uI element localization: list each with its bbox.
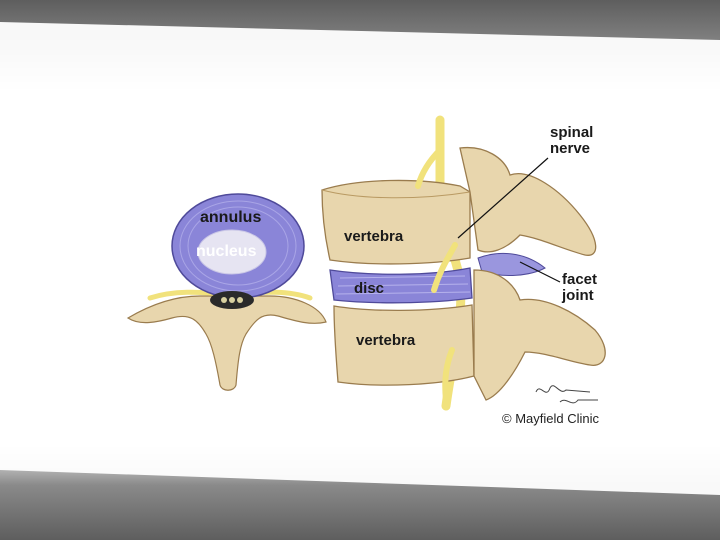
label-nucleus: nucleus [196,244,256,261]
label-vertebra-upper: vertebra [344,229,403,245]
artist-signature [536,386,598,403]
upper-facet-process [460,148,596,256]
cross-section-posterior-bone [128,296,326,390]
spine-side-view [322,120,605,406]
label-annulus: annulus [200,210,261,227]
upper-vertebra-body [322,180,470,264]
label-vertebra-lower: vertebra [356,333,415,349]
label-disc: disc [354,281,384,297]
copyright-credit: © Mayfield Clinic [502,411,599,426]
label-spinal-nerve: spinal nerve [550,125,593,157]
label-facet-joint: facet joint [562,272,597,304]
